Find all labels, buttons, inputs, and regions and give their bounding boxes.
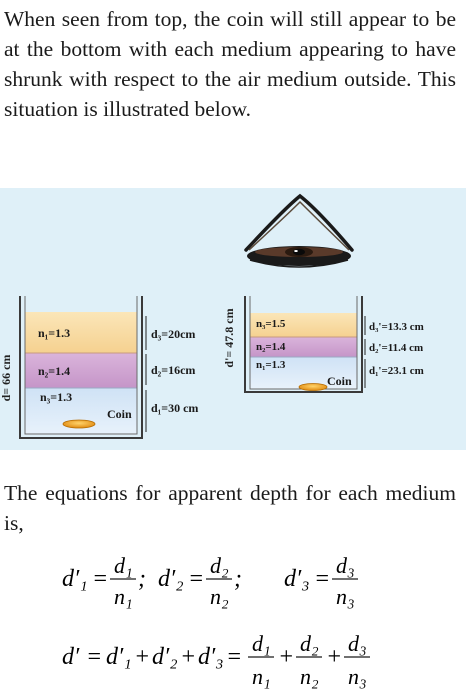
right-layer-bottom: [250, 357, 357, 389]
eq2-term-2: d′₂: [152, 644, 178, 670]
paragraph-intro: When seen from top, the coin will still …: [4, 7, 456, 121]
eq1-lhs-2: d′₂: [158, 566, 184, 592]
eq1-den-3: n₃: [336, 584, 355, 609]
svg-text:=: =: [226, 644, 242, 670]
left-depth-label: d= 66 cm: [0, 355, 13, 402]
eq2-lhs: d′: [62, 644, 80, 670]
right-d3: d₃'=13.3 cm: [369, 321, 424, 333]
left-n3: n₃=1.3: [40, 390, 72, 404]
right-layer-middle: [250, 337, 357, 357]
apparent-depth-figure: d= 66 cm n₁=1.3 n₂=1.4 n₃=1.3 Coin d₃=20…: [0, 188, 466, 450]
eq1-lhs-3: d′₃: [284, 566, 310, 592]
eye-icon: [244, 193, 354, 268]
eq1-num-2: d₂: [210, 553, 229, 578]
eq2-den-3: n₃: [348, 664, 367, 689]
eq1-den-2: n₂: [210, 584, 229, 609]
equation-row-2: d′ = d′₁ + d′₂ + d′₃ = d₁ n₁ + d₂ n₂ + d…: [0, 624, 466, 692]
figure-svg: d= 66 cm n₁=1.3 n₂=1.4 n₃=1.3 Coin d₃=20…: [0, 193, 424, 439]
left-d1: d₁=30 cm: [151, 401, 198, 415]
right-layer-top: [250, 313, 357, 337]
equation-row-1: d′₁ = d₁ n₁ ; d′₂ = d₂ n₂ ; d′₃ = d₃ n₃: [0, 546, 466, 612]
svg-text:+: +: [326, 644, 342, 670]
left-coin-label: Coin: [107, 407, 132, 421]
eq2-term-3: d′₃: [198, 644, 224, 670]
left-n2: n₂=1.4: [38, 364, 70, 378]
eq1-num-3: d₃: [336, 553, 355, 578]
right-d2: d₂'=11.4 cm: [369, 342, 423, 354]
eq2-den-1: n₁: [252, 664, 271, 689]
right-depth-label: d'= 47.8 cm: [222, 308, 236, 367]
right-n2: n₂=1.4: [256, 341, 286, 353]
right-coin: [298, 383, 328, 391]
svg-text:+: +: [134, 644, 150, 670]
svg-text:;: ;: [138, 566, 146, 592]
left-d3: d₃=20cm: [151, 327, 195, 341]
eq2-num-2: d₂: [300, 631, 319, 656]
svg-text:=: =: [86, 644, 102, 670]
left-coin: [62, 419, 96, 429]
left-d2: d₂=16cm: [151, 363, 195, 377]
svg-text:+: +: [278, 644, 294, 670]
left-layer-middle: [25, 353, 137, 388]
left-n1: n₁=1.3: [38, 326, 70, 340]
left-container: [19, 296, 143, 439]
right-container: [244, 296, 363, 393]
right-d1: d₁'=23.1 cm: [369, 365, 424, 377]
right-coin-label: Coin: [327, 374, 352, 388]
eq2-term-1: d′₁: [106, 644, 132, 670]
svg-text:=: =: [314, 566, 330, 592]
eq1-lhs-1: d′₁: [62, 566, 88, 592]
right-n3: n₃=1.5: [256, 318, 286, 330]
eq2-den-2: n₂: [300, 664, 319, 689]
eq2-num-3: d₃: [348, 631, 367, 656]
right-n1: n₁=1.3: [256, 359, 286, 371]
eq1-num-1: d₁: [114, 553, 133, 578]
svg-text:=: =: [92, 566, 108, 592]
svg-text:;: ;: [234, 566, 242, 592]
paragraph-equations-intro: The equations for apparent depth for eac…: [4, 481, 456, 535]
svg-text:=: =: [188, 566, 204, 592]
left-layer-top: [25, 312, 137, 353]
eq2-num-1: d₁: [252, 631, 271, 656]
eq1-den-1: n₁: [114, 584, 133, 609]
svg-text:+: +: [180, 644, 196, 670]
